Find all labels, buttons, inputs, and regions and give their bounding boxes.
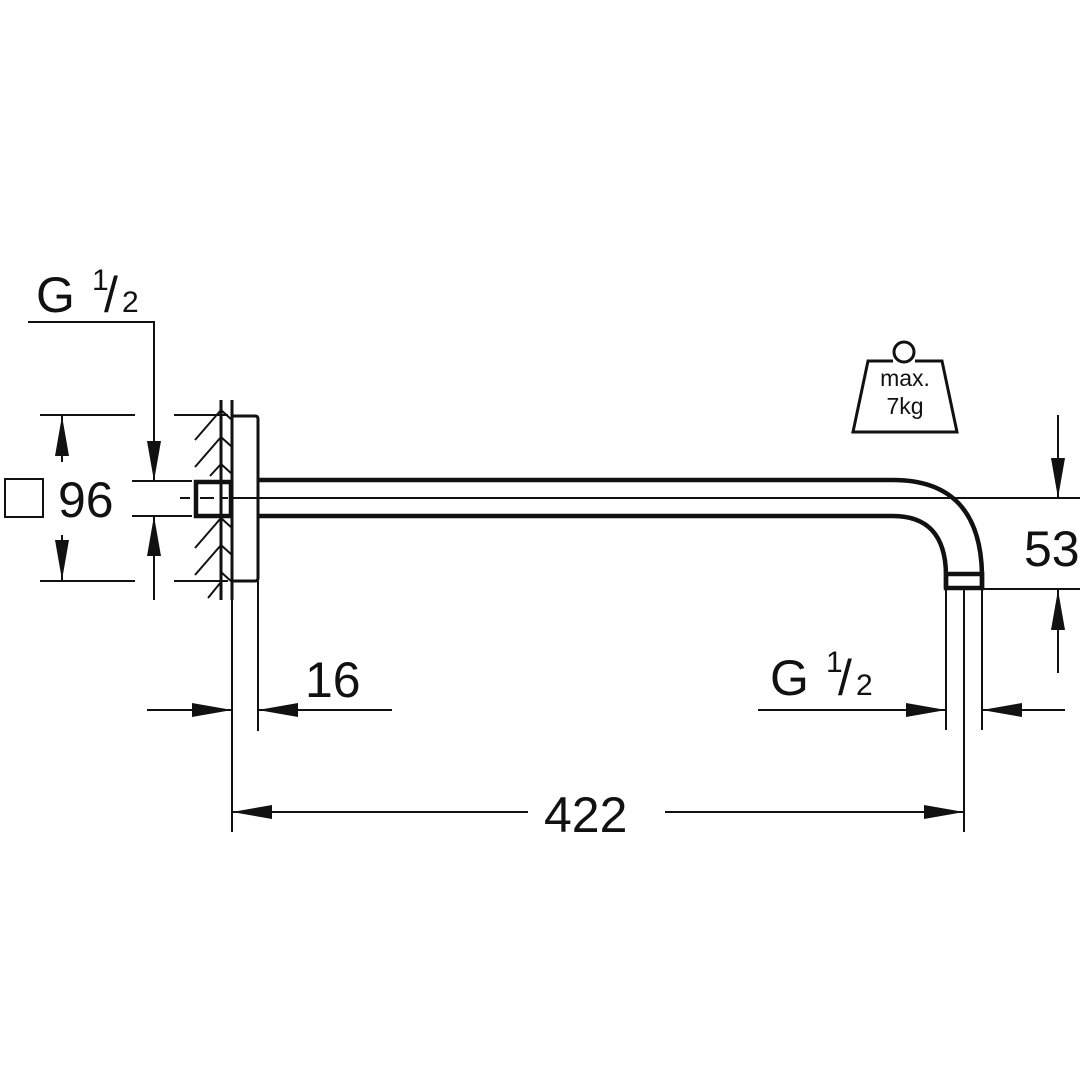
outlet-thread-den: 2: [856, 669, 873, 702]
drop-height-dimension: 53: [982, 415, 1080, 673]
drop-height-value: 53: [1024, 521, 1080, 577]
wall-flange: [193, 400, 260, 600]
max-load-line2: 7kg: [886, 393, 923, 419]
inlet-thread-den: 2: [122, 286, 139, 319]
outlet-thread-main: G: [770, 650, 809, 706]
arm-length-value: 422: [544, 787, 627, 843]
shower-arm: [180, 477, 1080, 832]
arm-length-dimension: 422: [232, 787, 964, 843]
flange-size-value: 96: [58, 472, 114, 528]
wall-hatch: [194, 409, 233, 599]
square-symbol-icon: [4, 478, 44, 518]
inlet-thread-callout: G 1 / 2: [28, 264, 192, 600]
outlet-thread-num: 1: [826, 646, 843, 679]
inlet-thread-main: G: [36, 267, 75, 323]
outlet-thread-slash: /: [838, 650, 852, 706]
flange-size-dimension: 96: [4, 414, 228, 582]
max-load-line1: max.: [880, 365, 930, 391]
outlet-thread-callout: G 1 / 2: [758, 646, 1065, 717]
flange-depth-value: 16: [305, 652, 361, 708]
weight-icon: max. 7kg: [851, 340, 959, 434]
flange-depth-dimension: 16: [147, 581, 392, 832]
inlet-thread-num: 1: [92, 264, 109, 297]
inlet-thread-slash: /: [104, 267, 118, 323]
